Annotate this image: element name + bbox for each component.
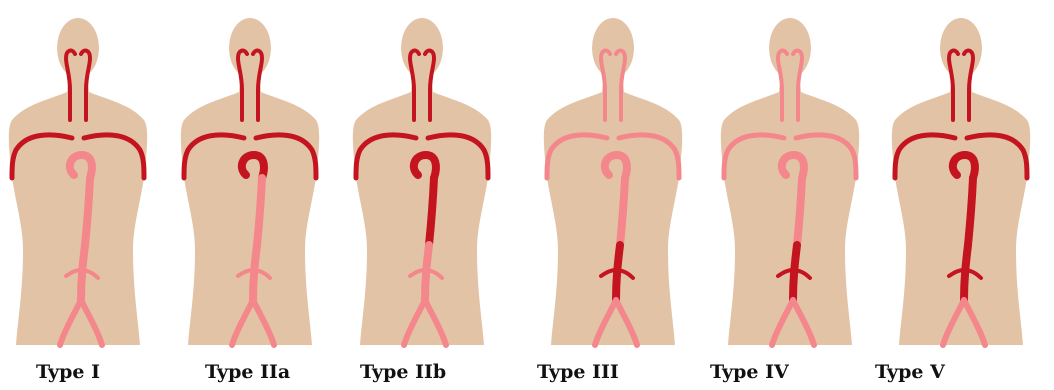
figure-panel [892, 18, 1030, 345]
caption-type-4: Type IV [710, 362, 789, 382]
abdominal-aorta [253, 245, 257, 300]
descending-thoracic-aorta [429, 178, 434, 245]
head [769, 18, 811, 78]
descending-thoracic-aorta [85, 178, 90, 245]
caption-type-1: Type I [36, 362, 100, 382]
caption-type-2b: Type IIb [360, 362, 446, 382]
caption-type-2a: Type IIa [205, 362, 290, 382]
abdominal-aorta [793, 245, 797, 300]
figure-panel [721, 18, 859, 345]
figure-panel [353, 18, 491, 345]
head [401, 18, 443, 78]
caption-type-5: Type V [875, 362, 945, 382]
figure-panel [181, 18, 319, 345]
head [592, 18, 634, 78]
abdominal-aorta [81, 245, 85, 300]
abdominal-aorta [964, 245, 968, 300]
figure-panel [544, 18, 682, 345]
head [940, 18, 982, 78]
descending-thoracic-aorta [620, 178, 625, 245]
head [57, 18, 99, 78]
descending-thoracic-aorta [257, 178, 262, 245]
descending-thoracic-aorta [797, 178, 802, 245]
figure-panel [9, 18, 147, 345]
head [229, 18, 271, 78]
abdominal-aorta [425, 245, 429, 300]
caption-type-3: Type III [537, 362, 619, 382]
descending-thoracic-aorta [968, 178, 973, 245]
abdominal-aorta [616, 245, 620, 300]
